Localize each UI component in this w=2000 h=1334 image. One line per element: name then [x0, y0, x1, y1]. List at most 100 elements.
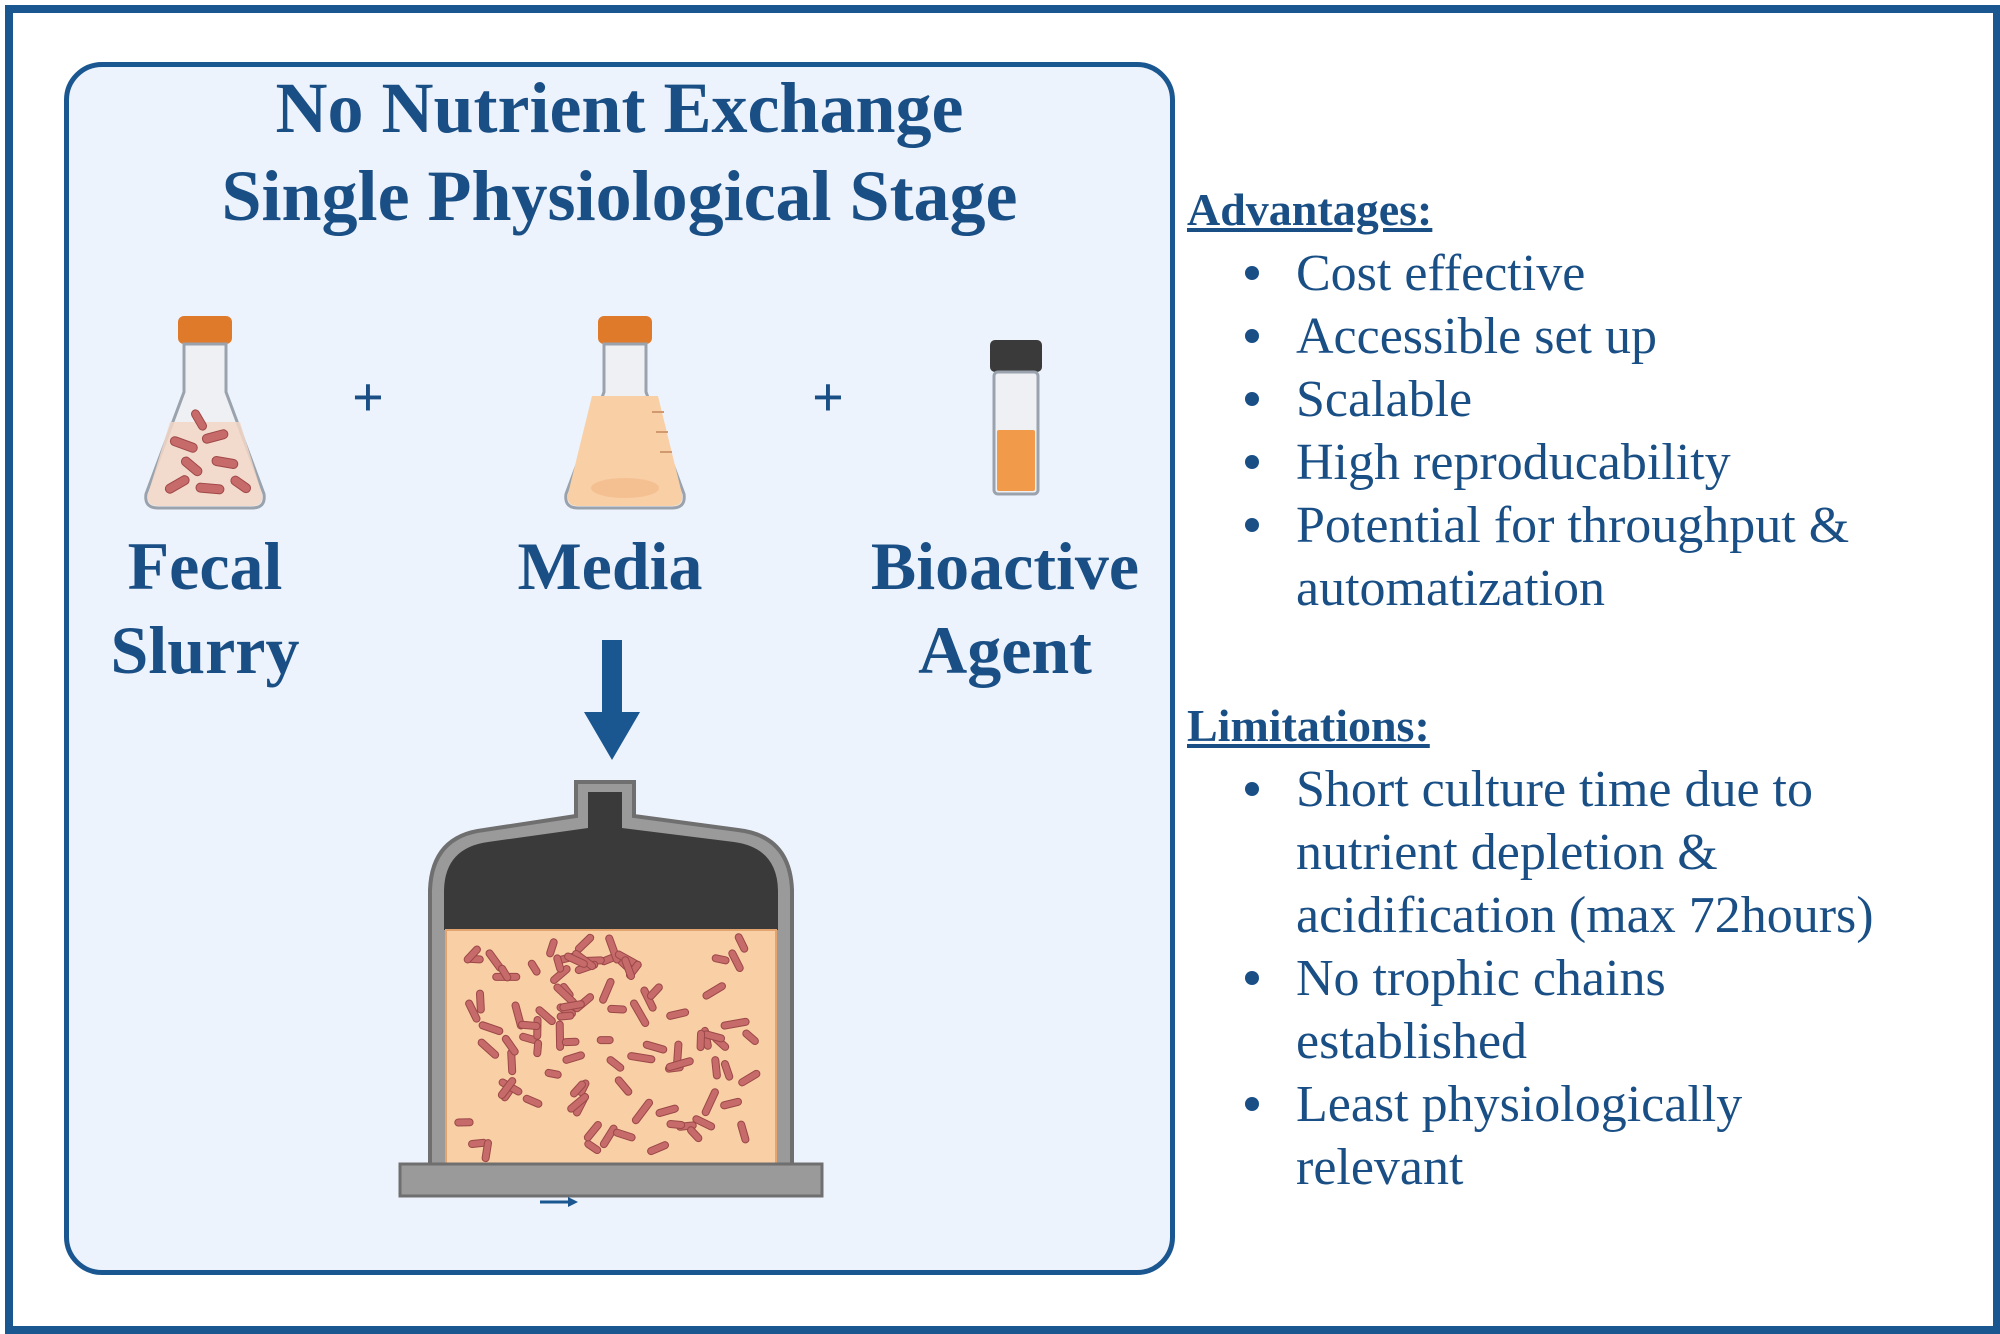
bacterium-icon	[665, 1057, 694, 1071]
flask-bacteria-icon	[144, 316, 266, 510]
bacterium-icon	[711, 954, 730, 965]
list-item: Short culture time due to	[1187, 758, 1967, 821]
bacterium-icon	[631, 1098, 654, 1125]
bacterium-icon	[559, 1000, 585, 1012]
bacterium-icon	[481, 1139, 492, 1163]
vial-icon	[990, 340, 1042, 496]
list-item: High reproducability	[1187, 431, 1967, 494]
bacterium-icon	[696, 1029, 706, 1052]
bacterium-icon	[465, 999, 481, 1023]
bacterium-icon	[702, 982, 727, 1000]
bullet-icon	[1245, 782, 1259, 796]
list-item-continuation: nutrient depletion &	[1296, 824, 1718, 881]
bacterium-icon	[564, 952, 588, 968]
bacterium-icon	[562, 1051, 585, 1064]
outflow-arrow-icon	[540, 1197, 578, 1207]
media-label: Media	[517, 528, 703, 604]
bacterium-icon	[463, 945, 481, 964]
flask-media-icon	[564, 316, 686, 510]
bacterium-icon	[711, 1056, 721, 1080]
bacterium-icon	[737, 1120, 750, 1144]
panel-title-line-2: Single Physiological Stage	[221, 156, 1018, 236]
bacterium-icon	[692, 1115, 716, 1131]
limitations-list: Short culture time due to nutrient deple…	[1187, 758, 1967, 1199]
bacterium-icon	[728, 949, 744, 973]
bullet-icon	[1245, 329, 1259, 343]
bacterium-icon	[720, 1060, 734, 1081]
bacterium-icon	[596, 1036, 614, 1045]
bacterium-icon	[522, 1094, 543, 1108]
bullet-icon	[1245, 518, 1259, 532]
list-item: Potential for throughput &	[1187, 494, 1967, 557]
list-item: Accessible set up	[1187, 305, 1967, 368]
bacterium-icon	[614, 1076, 633, 1096]
bacterium-icon	[647, 1141, 670, 1156]
bacterium-icon	[607, 1004, 627, 1014]
bacterium-icon	[498, 964, 512, 982]
bacterium-icon	[501, 1034, 519, 1056]
bullet-icon	[1245, 266, 1259, 280]
bacterium-icon	[599, 977, 615, 1004]
bacterium-icon	[561, 1037, 580, 1047]
list-item-continuation: established	[1296, 1013, 1528, 1070]
bacterium-icon	[583, 1120, 602, 1142]
bacterium-icon	[720, 1017, 750, 1030]
bacterium-icon	[475, 989, 485, 1014]
bacterium-icon	[527, 959, 541, 976]
bacterium-icon	[478, 1021, 504, 1036]
panel-title-line-1: No Nutrient Exchange	[275, 68, 964, 148]
bacterium-icon	[701, 1088, 719, 1117]
bullet-icon	[1245, 455, 1259, 469]
bioactive-agent-label: Bioactive Agent	[870, 528, 1140, 688]
advantages-heading: Advantages:	[1187, 184, 1433, 235]
bacterium-icon	[742, 1029, 759, 1046]
bullet-icon	[1245, 971, 1259, 985]
list-item-continuation: relevant	[1296, 1139, 1464, 1196]
bacterium-icon	[569, 1080, 587, 1098]
bacterium-icon	[606, 1056, 625, 1072]
bacterium-icon	[666, 1120, 686, 1129]
bacterium-icon	[666, 1008, 690, 1020]
bacterium-icon	[517, 1020, 541, 1031]
bacterium-icon	[646, 983, 663, 1000]
bacterium-icon	[734, 933, 749, 953]
bacterium-icon	[584, 1140, 602, 1155]
plus-sign-2: +	[812, 367, 844, 429]
list-item-continuation: automatization	[1296, 560, 1606, 617]
bacterium-icon	[544, 1068, 562, 1079]
bacterium-icon	[477, 1038, 500, 1059]
fecal-slurry-label: Fecal Slurry	[110, 528, 300, 688]
bacterium-icon	[555, 1020, 565, 1051]
bacterium-icon	[533, 1039, 543, 1058]
list-item-continuation: acidification (max 72hours)	[1296, 887, 1874, 944]
bacterium-icon	[546, 938, 558, 958]
bacterium-icon	[630, 999, 650, 1027]
bacterium-icon	[497, 1077, 517, 1099]
list-item: Scalable	[1187, 368, 1967, 431]
bacterium-icon	[687, 1126, 703, 1143]
list-item: No trophic chains	[1187, 947, 1967, 1010]
list-item: Cost effective	[1187, 242, 1967, 305]
bacterium-icon	[454, 1118, 474, 1127]
bacterium-icon	[599, 1124, 618, 1149]
bullet-icon	[1245, 1097, 1259, 1111]
bacterium-icon	[738, 1069, 761, 1087]
bacterium-icon	[627, 1052, 656, 1064]
advantages-limitations-list: Advantages: Cost effective Accessible se…	[1187, 178, 1967, 1199]
advantages-list: Cost effective Accessible set up Scalabl…	[1187, 242, 1967, 620]
limitations-heading: Limitations:	[1187, 700, 1430, 751]
bacterium-icon	[655, 1104, 679, 1118]
bacterium-icon	[621, 956, 636, 980]
batch-vessel-icon	[398, 780, 824, 1198]
bacterium-icon	[556, 1011, 575, 1021]
bacterium-icon	[567, 1093, 590, 1113]
plus-sign-1: +	[352, 367, 384, 429]
bacterium-icon	[612, 1128, 636, 1142]
bacterium-icon	[720, 1097, 742, 1110]
bacterium-icon	[553, 954, 565, 973]
bacterium-icon	[535, 1006, 556, 1026]
bacterium-icon	[642, 1040, 668, 1054]
down-arrow-icon	[584, 640, 640, 760]
bullet-icon	[1245, 392, 1259, 406]
list-item: Least physiologically	[1187, 1073, 1967, 1136]
